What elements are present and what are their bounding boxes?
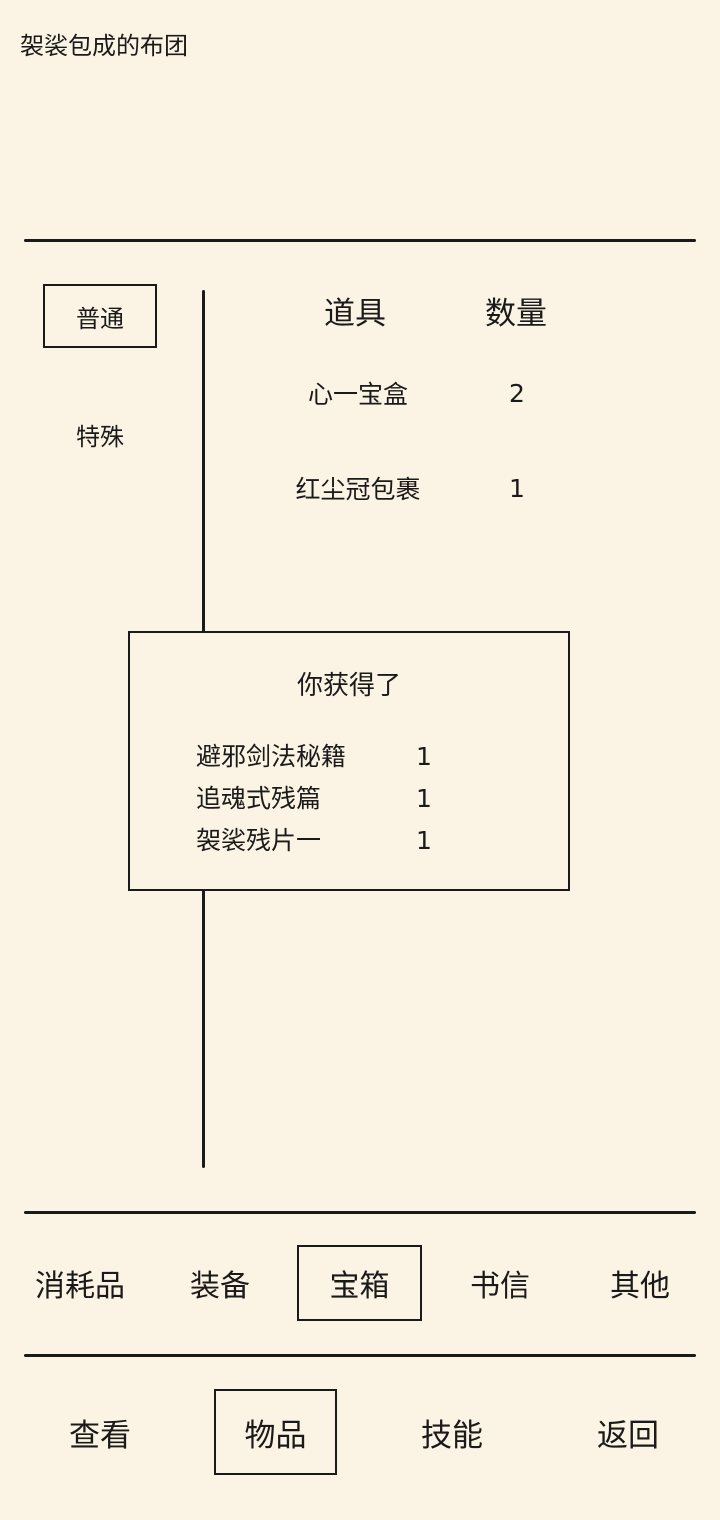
tab-label: 其他 (610, 1269, 670, 1304)
nav-label: 技能 (421, 1417, 483, 1454)
page-title: 袈裟包成的布团 (20, 32, 188, 60)
tab-letters[interactable]: 书信 (440, 1245, 560, 1321)
nav-back[interactable]: 返回 (568, 1390, 688, 1474)
tab-consumables[interactable]: 消耗品 (20, 1245, 140, 1321)
header-item: 道具 (324, 295, 386, 332)
reward-popup[interactable]: 你获得了 避邪剑法秘籍 追魂式残篇 袈裟残片一 1 1 1 (128, 631, 570, 891)
top-divider (24, 239, 696, 242)
side-tab-special[interactable]: 特殊 (43, 404, 157, 464)
tab-equipment[interactable]: 装备 (160, 1245, 280, 1321)
side-tab-label: 特殊 (76, 422, 124, 451)
nav-top-divider (24, 1354, 696, 1357)
nav-view[interactable]: 查看 (40, 1390, 160, 1474)
popup-item-count: 1 (416, 742, 432, 771)
popup-item-name: 袈裟残片一 (196, 826, 322, 855)
tab-label: 宝箱 (329, 1269, 390, 1304)
tab-label: 书信 (470, 1269, 530, 1304)
tab-chests[interactable]: 宝箱 (297, 1245, 422, 1321)
side-tab-label: 普通 (76, 304, 124, 333)
popup-title: 你获得了 (296, 670, 401, 701)
popup-item-name: 避邪剑法秘籍 (196, 742, 347, 771)
item-count: 1 (509, 473, 525, 503)
item-name[interactable]: 红尘冠包裹 (295, 475, 421, 504)
category-top-divider (24, 1211, 696, 1214)
tab-label: 消耗品 (35, 1269, 125, 1304)
nav-label: 返回 (597, 1417, 659, 1454)
popup-item-names: 避邪剑法秘籍 追魂式残篇 袈裟残片一 (196, 736, 346, 862)
nav-skills[interactable]: 技能 (392, 1390, 512, 1474)
tab-other[interactable]: 其他 (580, 1245, 700, 1321)
popup-item-name: 追魂式残篇 (196, 784, 322, 813)
item-name[interactable]: 心一宝盒 (307, 380, 408, 409)
header-count: 数量 (485, 295, 547, 332)
nav-items[interactable]: 物品 (214, 1389, 337, 1475)
nav-label: 查看 (69, 1417, 131, 1454)
popup-item-counts: 1 1 1 (416, 736, 432, 862)
popup-item-count: 1 (416, 826, 432, 855)
nav-label: 物品 (244, 1417, 307, 1454)
tab-label: 装备 (190, 1269, 250, 1304)
popup-item-count: 1 (416, 784, 432, 813)
side-tab-normal[interactable]: 普通 (43, 284, 157, 348)
item-count: 2 (509, 378, 525, 408)
